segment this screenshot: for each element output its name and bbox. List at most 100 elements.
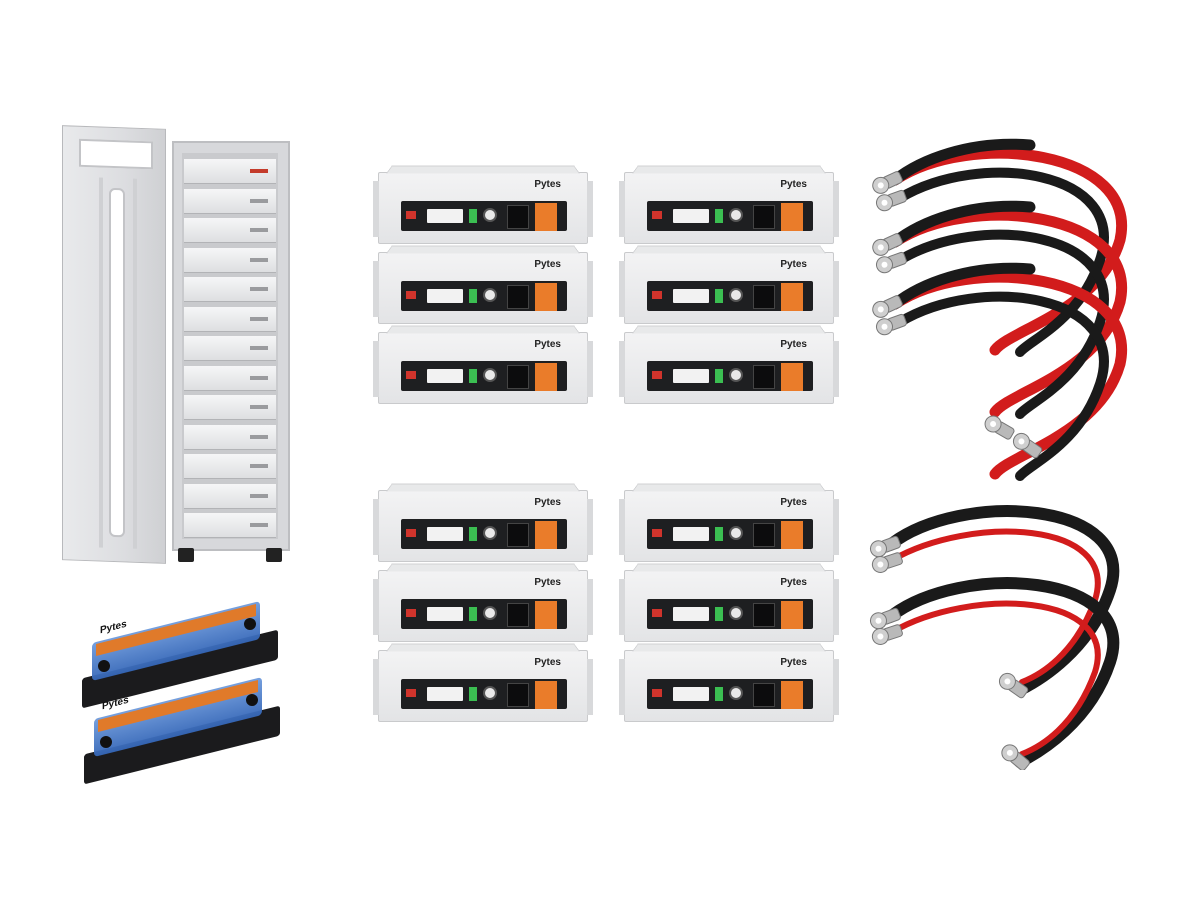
power-terminal xyxy=(535,601,557,629)
comm-ports xyxy=(673,289,709,303)
breaker xyxy=(753,285,775,309)
black-sleeve xyxy=(889,138,1036,186)
battery-module: Pytes xyxy=(619,650,839,722)
rack-ear xyxy=(373,181,379,237)
module-brand: Pytes xyxy=(780,497,807,508)
cabinet-module xyxy=(184,336,276,361)
dip-switch xyxy=(469,687,477,701)
battery-cabinet xyxy=(172,141,290,551)
module-brand: Pytes xyxy=(780,339,807,350)
reset-button xyxy=(483,526,497,540)
cabinet-module xyxy=(184,424,276,450)
power-terminal xyxy=(535,521,557,549)
rack-ear xyxy=(373,341,379,397)
module-panel xyxy=(401,281,567,311)
comm-ports xyxy=(673,527,709,541)
black-cable xyxy=(895,167,1109,357)
busbar-knob xyxy=(244,618,256,630)
module-panel xyxy=(401,361,567,391)
power-switch xyxy=(652,211,662,219)
module-brand: Pytes xyxy=(534,497,561,508)
cable-lug xyxy=(1012,432,1043,459)
rack-ear xyxy=(619,499,625,555)
rack-ear xyxy=(619,579,625,635)
reset-button xyxy=(729,526,743,540)
rack-ear xyxy=(587,261,593,317)
black-sleeve xyxy=(889,200,1036,248)
cable-lug xyxy=(869,535,901,558)
comm-ports xyxy=(427,209,463,223)
breaker xyxy=(753,523,775,547)
comm-ports xyxy=(427,687,463,701)
rack-ear xyxy=(587,181,593,237)
cabinet-module xyxy=(184,365,276,391)
reset-button xyxy=(483,208,497,222)
busbar-knob xyxy=(246,694,258,706)
module-brand: Pytes xyxy=(780,577,807,588)
reset-button xyxy=(729,686,743,700)
battery-module: Pytes xyxy=(373,252,593,324)
comm-ports xyxy=(673,209,709,223)
cable-lug xyxy=(872,171,903,194)
rack-ear xyxy=(587,659,593,715)
comm-ports xyxy=(673,607,709,621)
breaker xyxy=(753,683,775,707)
cable-lug xyxy=(872,233,903,256)
cabinet-module xyxy=(184,306,276,332)
module-brand: Pytes xyxy=(534,179,561,190)
module-panel xyxy=(401,599,567,629)
rack-ear xyxy=(587,341,593,397)
dip-switch xyxy=(469,369,477,383)
module-panel xyxy=(647,519,813,549)
reset-button xyxy=(483,368,497,382)
rack-ear xyxy=(833,261,839,317)
cable-lug xyxy=(872,295,903,318)
module-panel xyxy=(401,201,567,231)
rack-ear xyxy=(373,579,379,635)
rack-ear xyxy=(373,659,379,715)
rack-ear xyxy=(619,261,625,317)
battery-module: Pytes xyxy=(619,172,839,244)
cabinet-module xyxy=(184,483,276,509)
red-black-cables xyxy=(872,138,1128,481)
comm-ports xyxy=(673,687,709,701)
cabinet-foot xyxy=(266,548,282,562)
breaker xyxy=(507,365,529,389)
black-cable xyxy=(895,291,1109,481)
red-stripe xyxy=(889,600,1101,757)
rack-ear xyxy=(373,499,379,555)
rack-ear xyxy=(373,261,379,317)
black-red-cables xyxy=(869,505,1120,770)
breaker xyxy=(753,205,775,229)
rack-ear xyxy=(619,181,625,237)
module-panel xyxy=(647,281,813,311)
cable-lug xyxy=(869,607,901,630)
door-slot xyxy=(109,187,125,538)
dip-switch xyxy=(715,369,723,383)
black-cable xyxy=(895,229,1109,419)
cabinet-foot xyxy=(178,548,194,562)
module-panel xyxy=(401,679,567,709)
breaker xyxy=(507,523,529,547)
cable-lug xyxy=(998,672,1029,699)
busbar-brand: Pytes xyxy=(100,618,127,637)
red-stripe xyxy=(889,528,1101,685)
busbar-knob xyxy=(98,660,110,672)
breaker xyxy=(507,603,529,627)
comm-ports xyxy=(427,527,463,541)
rack-ear xyxy=(619,341,625,397)
cabinet-module xyxy=(184,218,276,243)
breaker xyxy=(507,683,529,707)
cable-lug xyxy=(871,552,903,573)
cable-lug xyxy=(984,415,1015,440)
rack-ear xyxy=(833,499,839,555)
rack-ear xyxy=(587,579,593,635)
door-window xyxy=(79,138,153,170)
cabinet-module xyxy=(184,277,276,302)
cabinet-module xyxy=(184,247,276,273)
rack-ear xyxy=(833,659,839,715)
busbar-brand: Pytes xyxy=(102,694,129,713)
module-panel xyxy=(647,599,813,629)
dip-switch xyxy=(469,209,477,223)
power-switch xyxy=(652,689,662,697)
